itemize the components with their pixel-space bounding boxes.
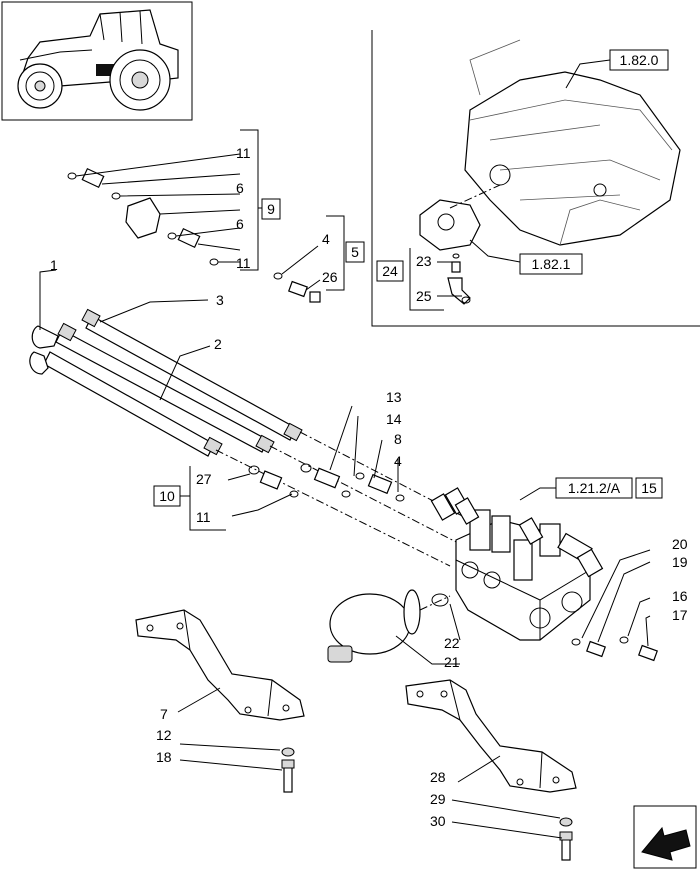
adapter-fitting-group <box>67 129 262 271</box>
svg-text:28: 28 <box>430 769 446 785</box>
callout-3: 3 <box>216 292 224 308</box>
elbow-fitting-group <box>409 248 471 311</box>
control-valve-assembly <box>430 487 604 641</box>
ref-box-1-82-0[interactable]: 1.82.0 <box>609 49 669 71</box>
callout-6-top: 6 <box>236 180 244 196</box>
callout-28: 28 <box>430 769 446 785</box>
svg-text:2: 2 <box>214 336 222 352</box>
accumulator-assembly <box>327 589 461 665</box>
svg-text:25: 25 <box>416 288 432 304</box>
callout-4-valve: 4 <box>394 453 402 469</box>
svg-text:4: 4 <box>322 231 330 247</box>
callout-20: 20 <box>672 536 688 552</box>
svg-text:6: 6 <box>236 180 244 196</box>
svg-text:23: 23 <box>416 253 432 269</box>
svg-text:30: 30 <box>430 813 446 829</box>
callout-box-15[interactable]: 15 <box>635 477 663 499</box>
svg-text:14: 14 <box>386 411 402 427</box>
svg-text:1: 1 <box>50 257 58 273</box>
callout-2: 2 <box>214 336 222 352</box>
callout-11-top: 11 <box>236 145 251 161</box>
transmission-housing-section <box>371 30 700 327</box>
svg-text:9: 9 <box>267 201 275 217</box>
svg-text:5: 5 <box>351 244 359 260</box>
callout-19: 19 <box>672 554 688 570</box>
valve-fittings-group <box>180 405 405 531</box>
bracket-right <box>405 679 577 861</box>
ref-label-1-21-2-a: 1.21.2/A <box>568 480 621 496</box>
svg-text:27: 27 <box>196 471 212 487</box>
callout-11-low: 11 <box>196 509 211 525</box>
svg-text:10: 10 <box>159 488 175 504</box>
ref-box-1-82-1[interactable]: 1.82.1 <box>469 239 583 275</box>
ref-label-1-82-0: 1.82.0 <box>620 52 659 68</box>
ref-label-1-82-1: 1.82.1 <box>532 256 571 272</box>
svg-text:12: 12 <box>156 727 172 743</box>
callout-18: 18 <box>156 749 172 765</box>
callout-16: 16 <box>672 588 688 604</box>
svg-text:3: 3 <box>216 292 224 308</box>
callout-25: 25 <box>416 288 432 304</box>
callout-1: 1 <box>50 257 58 273</box>
bracket-left <box>135 609 305 793</box>
callout-8: 8 <box>394 431 402 447</box>
hydraulic-hoses <box>29 308 303 457</box>
svg-text:15: 15 <box>641 480 657 496</box>
callout-17: 17 <box>672 607 688 623</box>
svg-text:11: 11 <box>196 509 211 525</box>
callout-23: 23 <box>416 253 432 269</box>
svg-text:20: 20 <box>672 536 688 552</box>
svg-text:13: 13 <box>386 389 402 405</box>
valve-outlet-fittings <box>571 549 658 662</box>
callout-7: 7 <box>160 706 168 722</box>
callout-box-5[interactable]: 5 <box>345 241 365 263</box>
svg-text:16: 16 <box>672 588 688 604</box>
callout-22: 22 <box>444 635 460 651</box>
svg-text:11: 11 <box>236 145 251 161</box>
callout-box-10[interactable]: 10 <box>153 485 181 507</box>
svg-text:7: 7 <box>160 706 168 722</box>
svg-text:6: 6 <box>236 216 244 232</box>
next-page-arrow-icon[interactable] <box>633 805 697 869</box>
svg-text:8: 8 <box>394 431 402 447</box>
svg-text:29: 29 <box>430 791 446 807</box>
union-fitting-group-5 <box>273 215 345 303</box>
callout-26: 26 <box>322 269 338 285</box>
callout-4-top: 4 <box>322 231 330 247</box>
callout-12: 12 <box>156 727 172 743</box>
svg-text:24: 24 <box>382 263 398 279</box>
callout-27: 27 <box>196 471 212 487</box>
callout-29: 29 <box>430 791 446 807</box>
tractor-thumbnail-icon <box>1 1 193 121</box>
svg-text:21: 21 <box>444 654 460 670</box>
callout-box-24[interactable]: 24 <box>376 260 404 282</box>
callout-21: 21 <box>444 654 460 670</box>
svg-text:17: 17 <box>672 607 688 623</box>
svg-text:18: 18 <box>156 749 172 765</box>
svg-text:26: 26 <box>322 269 338 285</box>
svg-text:22: 22 <box>444 635 460 651</box>
callout-box-9[interactable]: 9 <box>261 198 281 220</box>
callout-14: 14 <box>386 411 402 427</box>
svg-text:19: 19 <box>672 554 688 570</box>
svg-text:11: 11 <box>236 255 251 271</box>
ref-box-1-21-2-a[interactable]: 1.21.2/A <box>519 477 633 501</box>
callout-30: 30 <box>430 813 446 829</box>
callout-11-mid: 11 <box>236 255 251 271</box>
callout-6-mid: 6 <box>236 216 244 232</box>
callout-13: 13 <box>386 389 402 405</box>
svg-text:4: 4 <box>394 453 402 469</box>
